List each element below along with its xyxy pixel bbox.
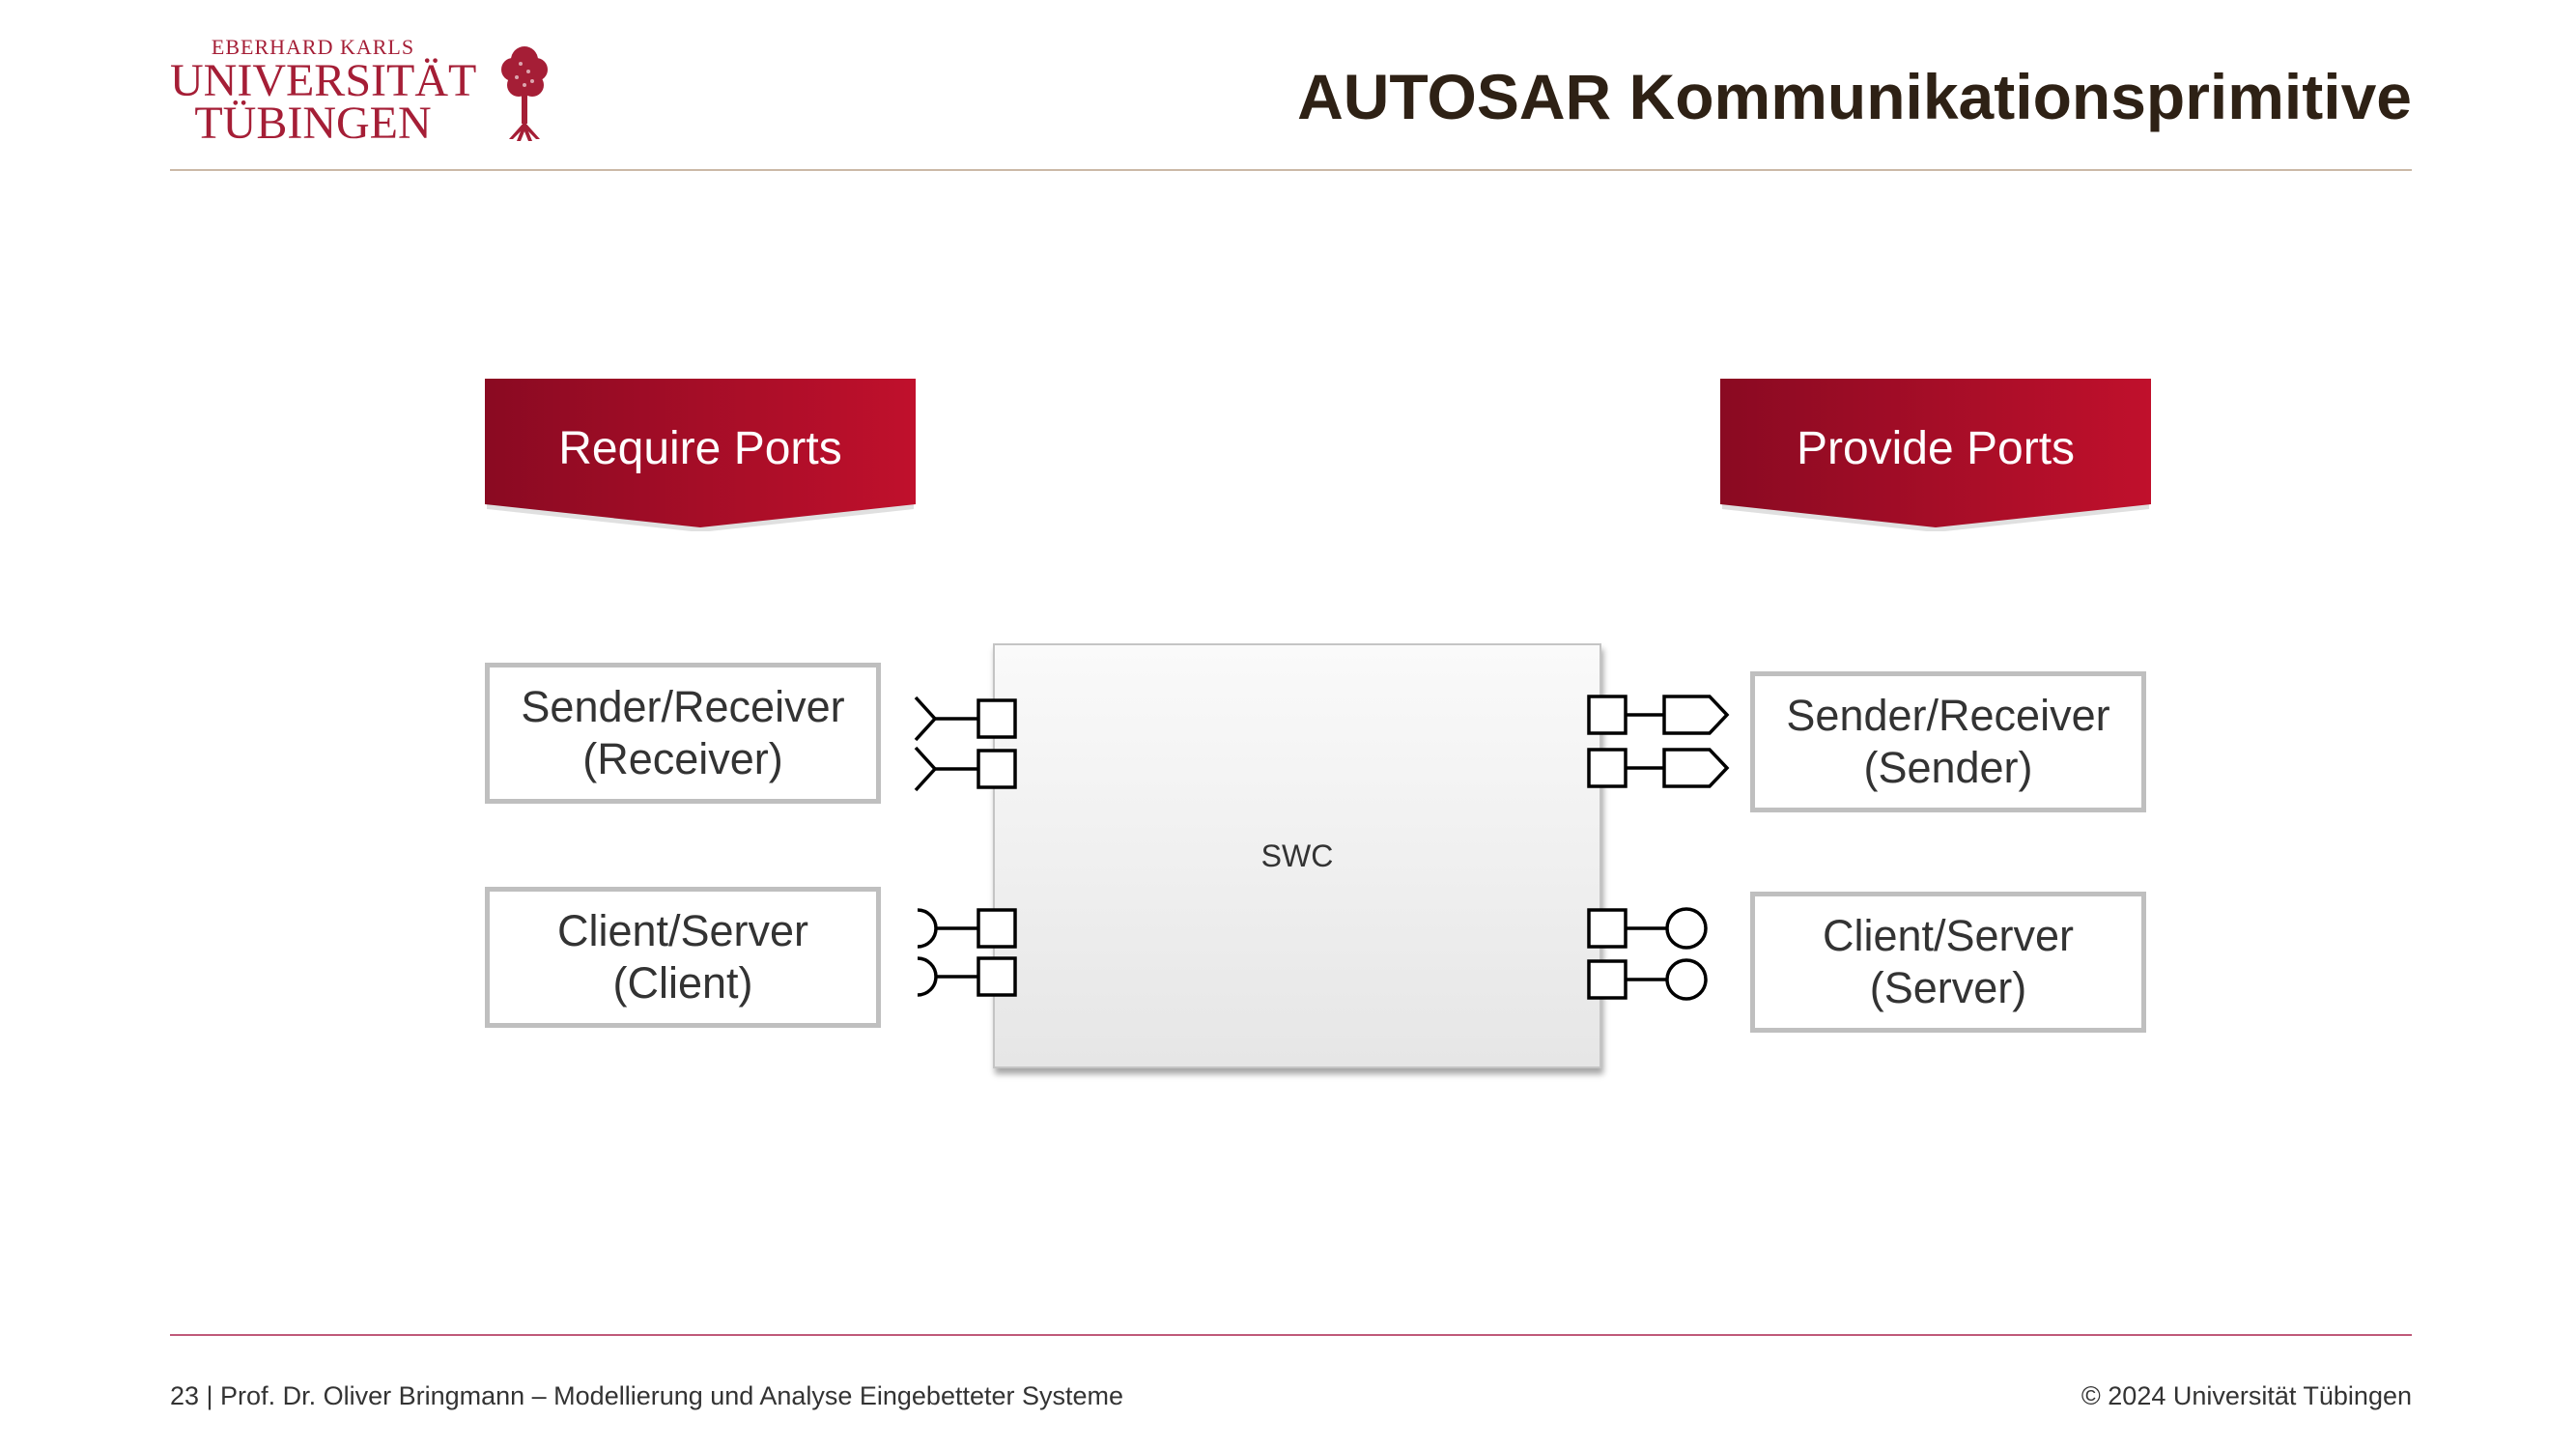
port-type-label: Sender/Receiver xyxy=(521,682,845,731)
sender-receiver-sender-box: Sender/Receiver (Sender) xyxy=(1750,671,2146,812)
footer-copyright: © 2024 Universität Tübingen xyxy=(2081,1381,2412,1410)
client-port-icon xyxy=(917,956,1017,997)
logo-line-2: UNIVERSITÄT xyxy=(170,55,477,106)
header-divider xyxy=(170,169,2412,171)
swc-component: SWC xyxy=(993,643,1601,1068)
footer-citation: 23 | Prof. Dr. Oliver Bringmann – Modell… xyxy=(170,1381,1124,1410)
require-ports-label: Require Ports xyxy=(558,423,842,474)
port-type-label: Client/Server xyxy=(556,906,809,955)
sender-port-icon xyxy=(1587,748,1730,788)
university-logo: EBERHARD KARLS UNIVERSITÄT TÜBINGEN xyxy=(170,29,576,149)
swc-label: SWC xyxy=(1260,838,1334,873)
client-server-client-box: Client/Server (Client) xyxy=(485,887,881,1028)
provide-ports-label: Provide Ports xyxy=(1796,423,2076,474)
logo-line-1: EBERHARD KARLS xyxy=(211,35,415,59)
port-role-label: (Server) xyxy=(1869,963,2027,1012)
sender-port-icon xyxy=(1587,695,1730,735)
sender-receiver-receiver-box: Sender/Receiver (Receiver) xyxy=(485,663,881,804)
receiver-port-icon xyxy=(914,746,1017,792)
port-type-label: Sender/Receiver xyxy=(1786,691,2110,740)
provide-ports-banner: Provide Ports xyxy=(1720,379,2151,531)
page-title: AUTOSAR Kommunikationsprimitive xyxy=(1297,61,2412,132)
server-port-icon xyxy=(1587,958,1708,1001)
port-role-label: (Sender) xyxy=(1863,743,2033,792)
footer-divider xyxy=(170,1334,2412,1336)
port-role-label: (Client) xyxy=(612,958,753,1008)
port-role-label: (Receiver) xyxy=(582,734,783,783)
client-port-icon xyxy=(917,908,1017,949)
banner-chevron-shape xyxy=(1720,379,2151,531)
server-port-icon xyxy=(1587,907,1708,950)
tree-logo-icon xyxy=(501,46,548,141)
logo-line-3: TÜBINGEN xyxy=(194,98,432,149)
receiver-port-icon xyxy=(914,696,1017,742)
require-ports-banner: Require Ports xyxy=(485,379,916,531)
banner-chevron-shape xyxy=(485,379,916,531)
client-server-server-box: Client/Server (Server) xyxy=(1750,892,2146,1033)
port-type-label: Client/Server xyxy=(1822,911,2075,960)
